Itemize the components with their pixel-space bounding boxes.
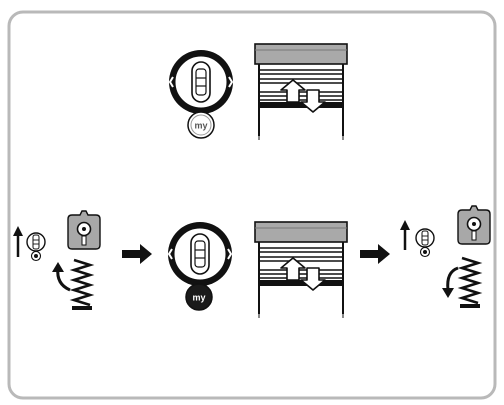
remote-control-icon [167,221,233,287]
arrow-up-icon [400,220,410,250]
my-button-inactive: my [187,111,215,139]
arrow-up-icon [13,226,23,257]
diagram-frame [7,10,497,400]
motor-head-icon [67,210,101,250]
my-button-label: my [192,292,205,302]
remote-control-icon [168,49,234,115]
rotate-arrow-icon [52,262,71,292]
arrow-right-icon [360,244,390,264]
arrow-right-icon [122,244,152,264]
rotate-arrow-icon [442,266,459,298]
my-button-label: my [194,120,207,130]
my-button-active: my [185,283,213,311]
motor-head-icon [457,205,491,245]
